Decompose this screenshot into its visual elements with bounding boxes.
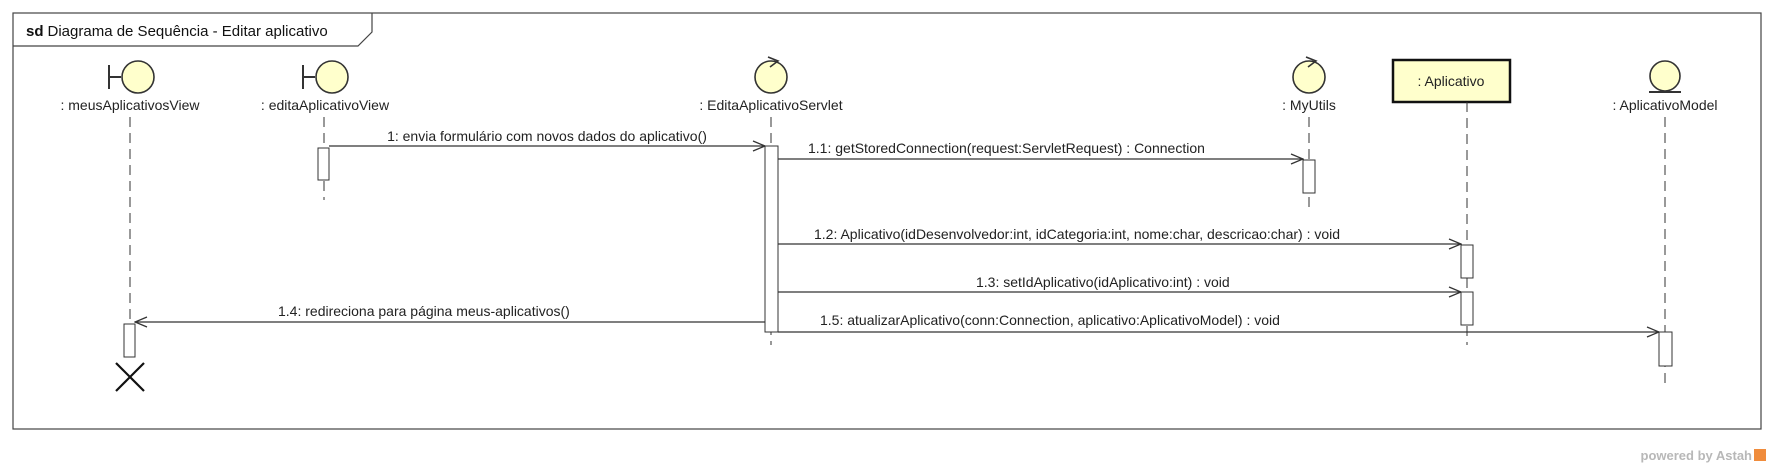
control-icon bbox=[1292, 56, 1326, 94]
lifeline-my-utils: : MyUtils bbox=[1282, 56, 1336, 213]
watermark-text: powered by Astah bbox=[1640, 448, 1752, 463]
lifeline-label: : editaAplicativoView bbox=[261, 97, 390, 113]
frame-title-text: Diagrama de Sequência - Editar aplicativ… bbox=[48, 23, 328, 40]
destruction-x-icon bbox=[115, 362, 145, 392]
message-label: 1.5: atualizarAplicativo(conn:Connection… bbox=[820, 312, 1280, 328]
lifeline-label: : Aplicativo bbox=[1418, 73, 1485, 89]
lifeline-label: : EditaAplicativoServlet bbox=[699, 97, 842, 113]
message-label: 1: envia formulário com novos dados do a… bbox=[387, 128, 707, 144]
activation-bar bbox=[1460, 244, 1474, 279]
lifeline-edita-aplicativo-servlet: : EditaAplicativoServlet bbox=[699, 56, 843, 345]
lifeline-aplicativo-model: : AplicativoModel bbox=[1612, 60, 1718, 387]
frame-keyword: sd bbox=[26, 23, 44, 40]
message-label: 1.1: getStoredConnection(request:Servlet… bbox=[808, 140, 1205, 156]
control-icon bbox=[754, 56, 788, 94]
lifeline-label: : AplicativoModel bbox=[1612, 97, 1717, 113]
lifeline-meus-aplicativos-view: : meusAplicativosView bbox=[60, 60, 200, 392]
message-1-5: 1.5: atualizarAplicativo(conn:Connection… bbox=[778, 312, 1659, 332]
activation-bar bbox=[1658, 331, 1673, 367]
message-label: 1.2: Aplicativo(idDesenvolvedor:int, idC… bbox=[814, 226, 1340, 242]
activation-bar bbox=[317, 147, 330, 181]
class-box bbox=[1391, 58, 1512, 104]
frame-border bbox=[12, 12, 1762, 430]
message-1-1: 1.1: getStoredConnection(request:Servlet… bbox=[778, 140, 1303, 159]
astah-logo-icon bbox=[1754, 449, 1766, 461]
lifeline-edita-aplicativo-view: : editaAplicativoView bbox=[261, 60, 390, 200]
lifeline-aplicativo: : Aplicativo bbox=[1391, 58, 1512, 345]
message-label: 1.4: redireciona para página meus-aplica… bbox=[278, 303, 570, 319]
lifeline-label: : MyUtils bbox=[1282, 97, 1336, 113]
message-label: 1.3: setIdAplicativo(idAplicativo:int) :… bbox=[976, 274, 1230, 290]
message-1: 1: envia formulário com novos dados do a… bbox=[329, 128, 765, 146]
entity-icon bbox=[1649, 60, 1681, 93]
activation-bar bbox=[1302, 159, 1316, 194]
astah-watermark: powered by Astah bbox=[1641, 448, 1766, 463]
message-1-3: 1.3: setIdAplicativo(idAplicativo:int) :… bbox=[778, 274, 1461, 292]
message-1-4: 1.4: redireciona para página meus-aplica… bbox=[135, 303, 765, 322]
boundary-icon bbox=[108, 60, 155, 94]
lifeline-label: : meusAplicativosView bbox=[60, 97, 200, 113]
activation-bar bbox=[764, 145, 779, 333]
activation-bar bbox=[1460, 291, 1474, 326]
frame-title-tab bbox=[13, 13, 373, 47]
message-1-2: 1.2: Aplicativo(idDesenvolvedor:int, idC… bbox=[778, 226, 1461, 244]
activation-bar bbox=[123, 323, 136, 358]
boundary-icon bbox=[302, 60, 349, 94]
